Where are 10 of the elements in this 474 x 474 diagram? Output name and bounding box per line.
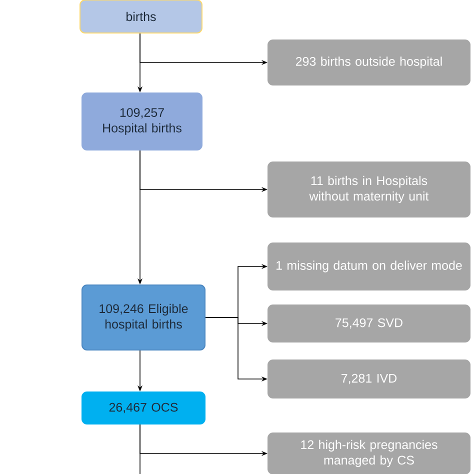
process-box: births — [80, 0, 202, 34]
process-box: 109,246 Eligible hospital births — [82, 284, 206, 350]
process-box: 26,467 OCS — [82, 392, 206, 424]
result-box: 1 missing datum on deliver mode — [268, 242, 470, 290]
result-box: 75,497 SVD — [268, 304, 470, 342]
process-box: 109,257 Hospital births — [82, 92, 202, 150]
result-box: 7,281 IVD — [268, 360, 470, 398]
result-box: 293 births outside hospital — [268, 40, 470, 86]
result-box: 11 births in Hospitals without maternity unit — [268, 162, 470, 218]
result-box: 12 high-risk pregnancies managed by CS — [268, 432, 470, 474]
